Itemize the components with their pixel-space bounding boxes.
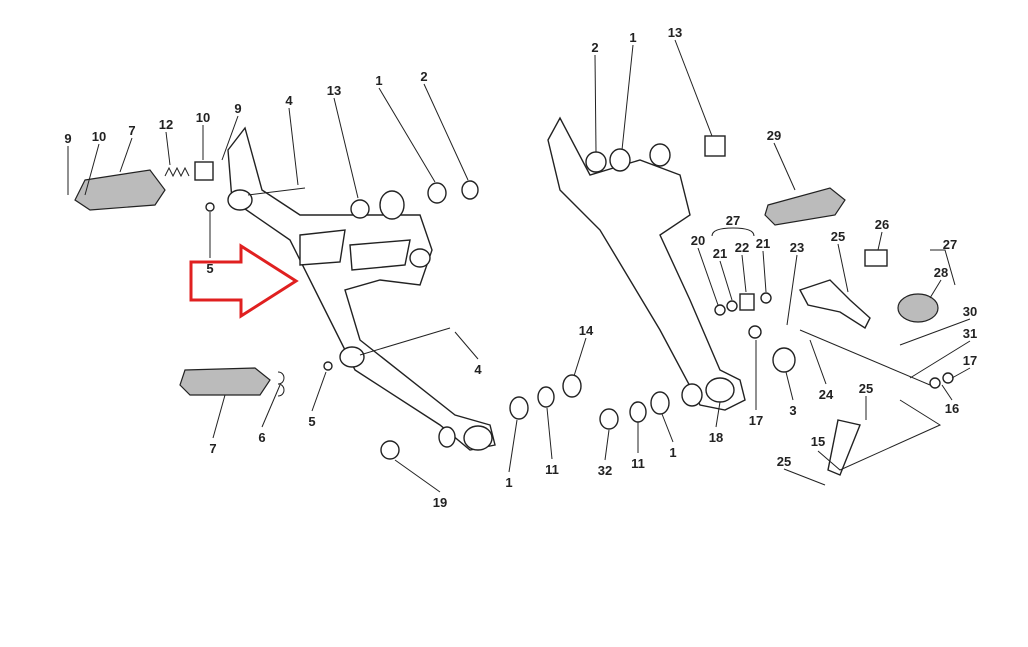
callout-9: 9 [64, 131, 71, 146]
callout-6: 6 [258, 430, 265, 445]
callout-3: 3 [789, 403, 796, 418]
left-bracket [227, 126, 496, 451]
callout-10: 10 [92, 129, 106, 144]
callout-32: 32 [598, 463, 612, 478]
callout-28: 28 [934, 265, 948, 280]
callout-25: 25 [831, 229, 845, 244]
callout-1: 1 [505, 475, 512, 490]
callout-17: 17 [749, 413, 763, 428]
callout-13: 13 [668, 25, 682, 40]
callout-12: 12 [159, 117, 173, 132]
callout-11: 11 [631, 456, 645, 471]
callout-5: 5 [308, 414, 315, 429]
callout-23: 23 [790, 240, 804, 255]
callout-22: 22 [735, 240, 749, 255]
gear-lever-parts [714, 249, 954, 476]
leader-lines [67, 39, 971, 493]
callout-13: 13 [327, 83, 341, 98]
callout-4: 4 [285, 93, 293, 108]
callout-2: 2 [591, 40, 598, 55]
callout-2: 2 [420, 69, 427, 84]
callout-7: 7 [128, 123, 135, 138]
callout-18: 18 [709, 430, 723, 445]
right-footpeg [764, 187, 846, 226]
callout-17: 17 [963, 353, 977, 368]
callout-24: 24 [819, 387, 834, 402]
callout-9: 9 [234, 101, 241, 116]
callout-10: 10 [196, 110, 210, 125]
callout-27: 27 [726, 213, 740, 228]
left-footpeg-upper [74, 161, 214, 211]
callout-21: 21 [713, 246, 727, 261]
callout-29: 29 [767, 128, 781, 143]
right-bracket [547, 116, 746, 430]
callout-25: 25 [777, 454, 791, 469]
callout-5: 5 [206, 261, 213, 276]
left-pivot-parts [350, 180, 582, 460]
callout-16: 16 [945, 401, 959, 416]
callout-1: 1 [669, 445, 676, 460]
callout-11: 11 [545, 462, 559, 477]
callout-15: 15 [811, 434, 825, 449]
callout-31: 31 [963, 326, 977, 341]
callout-20: 20 [691, 233, 705, 248]
callout-labels: 9 10 7 12 10 9 4 13 1 2 5 7 6 5 4 14 1 1… [64, 25, 977, 510]
callout-1: 1 [375, 73, 382, 88]
callout-30: 30 [963, 304, 977, 319]
callout-4: 4 [474, 362, 482, 377]
highlight-arrow [189, 243, 299, 319]
callout-1: 1 [629, 30, 636, 45]
left-footpeg-lower [179, 202, 333, 397]
callout-26: 26 [875, 217, 889, 232]
callout-14: 14 [579, 323, 594, 338]
callout-19: 19 [433, 495, 447, 510]
callout-21: 21 [756, 236, 770, 251]
callout-25: 25 [859, 381, 873, 396]
callout-7: 7 [209, 441, 216, 456]
callout-27: 27 [943, 237, 957, 252]
